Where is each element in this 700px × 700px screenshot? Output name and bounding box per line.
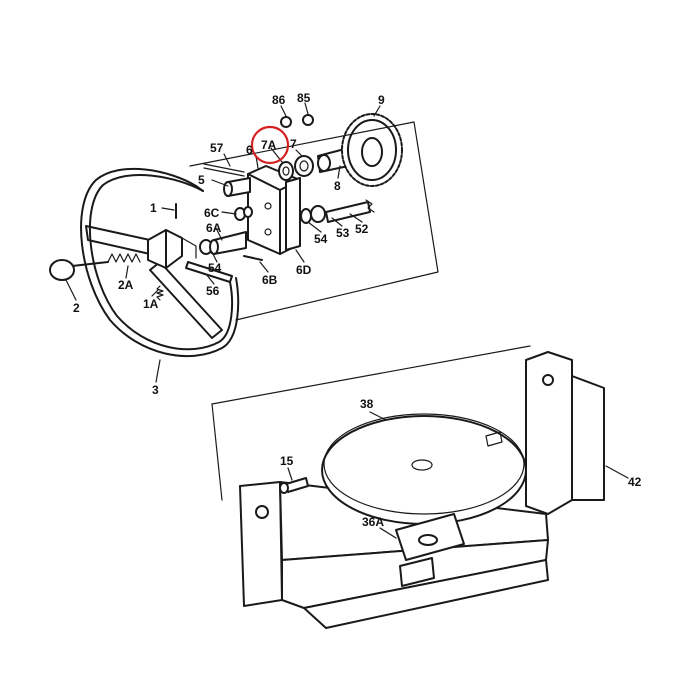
gear-9: [341, 113, 403, 187]
gear-53: [310, 205, 326, 223]
callout-6a: 6A: [206, 221, 222, 235]
callout-42: 42: [628, 475, 642, 489]
shaft-52: [325, 199, 375, 223]
bolt-15: [279, 477, 309, 494]
nut-86: [280, 116, 292, 128]
steering-wheel-rim: [80, 167, 240, 358]
bolt-6b: [243, 255, 263, 261]
callout-15: 15: [280, 454, 294, 468]
callouts: 86 85 9 57 6 7A 7 5 8 1 6C 6A 54 53 52 5…: [73, 91, 642, 529]
lower-frame-outline: [211, 345, 531, 501]
washer-7a: [278, 161, 294, 181]
callout-1a: 1A: [143, 297, 159, 311]
steering-hub: [147, 229, 197, 269]
washer-54: [300, 208, 312, 224]
highlight-circle: [250, 125, 290, 165]
bearing-7: [294, 155, 314, 177]
callout-52: 52: [355, 222, 369, 236]
callout-53: 53: [336, 226, 350, 240]
callout-54-lower: 54: [208, 261, 222, 275]
turntable-plate: [321, 413, 527, 525]
small-spring-1a: [156, 285, 164, 301]
callout-8: 8: [334, 179, 341, 193]
upright-bracket: [525, 351, 605, 515]
callout-1: 1: [150, 201, 157, 215]
knob-spring: [107, 253, 141, 263]
shaft-6a: [199, 231, 247, 255]
pin-57: [203, 163, 245, 177]
callout-85: 85: [297, 91, 311, 105]
callout-2a: 2A: [118, 278, 134, 292]
leader-lines: [65, 102, 629, 539]
pin-56: [185, 261, 233, 283]
callout-2: 2: [73, 301, 80, 315]
nut-85: [302, 114, 314, 126]
callout-6: 6: [246, 143, 253, 157]
callout-38: 38: [360, 397, 374, 411]
callout-6c: 6C: [204, 206, 220, 220]
callout-57: 57: [210, 141, 224, 155]
knob-pin: [49, 259, 109, 281]
callout-36a: 36A: [362, 515, 384, 529]
callout-7: 7: [290, 137, 297, 151]
callout-9: 9: [378, 93, 385, 107]
callout-7a: 7A: [261, 138, 277, 152]
callout-6d: 6D: [296, 263, 312, 277]
bracket-36a: [395, 513, 465, 587]
callout-6b: 6B: [262, 273, 278, 287]
callout-56: 56: [206, 284, 220, 298]
plate-6d: [285, 177, 301, 251]
upper-frame-outline: [189, 121, 439, 321]
callout-54-upper: 54: [314, 232, 328, 246]
callout-86: 86: [272, 93, 286, 107]
callout-5: 5: [198, 173, 205, 187]
callout-3: 3: [152, 383, 159, 397]
shaft-5: [223, 177, 251, 197]
